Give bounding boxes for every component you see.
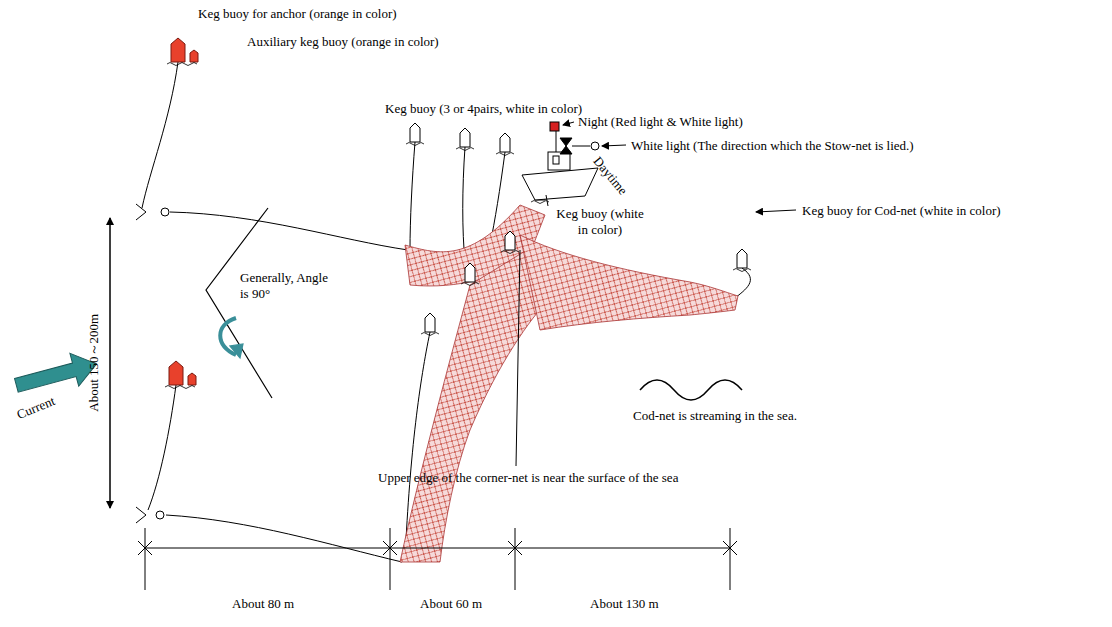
label: Keg buoy (white in color) xyxy=(552,206,648,237)
label: About 80 m xyxy=(232,596,294,612)
white-keg-buoys xyxy=(406,123,751,336)
waves xyxy=(640,380,742,400)
label: Cod-net is streaming in the sea. xyxy=(633,408,797,424)
leaders xyxy=(516,122,796,466)
boat xyxy=(522,122,599,200)
label: Keg buoy for Cod-net (white in color) xyxy=(802,203,1001,219)
orange-keg-buoys xyxy=(165,38,198,389)
stow-net xyxy=(400,205,738,562)
label: About 130 m xyxy=(590,596,659,612)
label: Daytime xyxy=(590,154,631,198)
ropes xyxy=(136,62,750,562)
label: Keg buoy for anchor (orange in color) xyxy=(198,6,397,22)
label: White light (The direction which the Sto… xyxy=(631,138,914,154)
label: Current xyxy=(15,393,58,422)
label: Night (Red light & White light) xyxy=(578,114,743,130)
dimension-lines xyxy=(110,218,737,590)
label: About 150～200m xyxy=(86,314,102,412)
angle-mark xyxy=(206,208,272,398)
label: Generally, Angle is 90° xyxy=(240,270,336,301)
label: Keg buoy (3 or 4pairs, white in color) xyxy=(385,101,582,117)
label: Upper edge of the corner-net is near the… xyxy=(378,470,678,486)
label: Auxiliary keg buoy (orange in color) xyxy=(247,34,439,50)
label: About 60 m xyxy=(420,596,482,612)
